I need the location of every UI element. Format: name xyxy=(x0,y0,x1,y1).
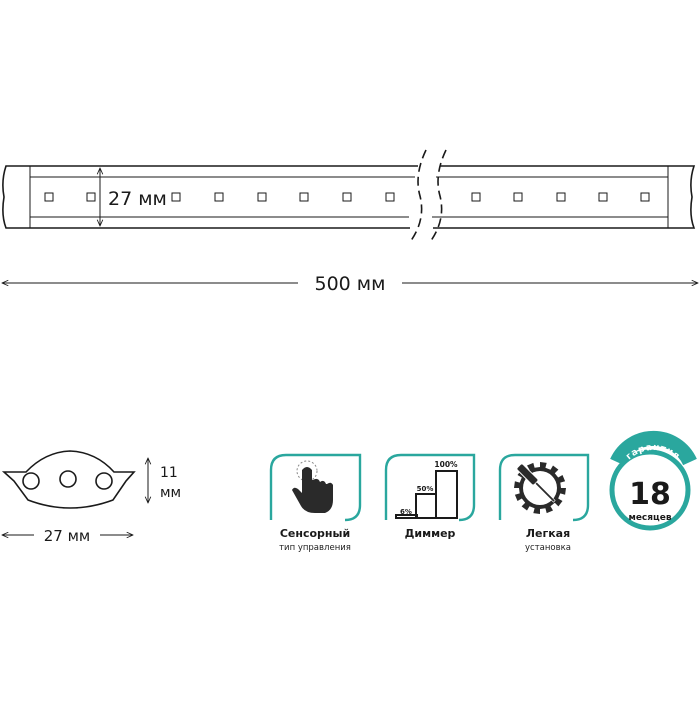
profile-width-label: 27 мм xyxy=(44,527,91,545)
feature-install-sublabel: установка xyxy=(525,543,571,553)
led-chip xyxy=(86,192,96,202)
led-chips xyxy=(44,192,650,202)
break-mark xyxy=(409,149,447,243)
feature-dimmer: 6% 50% 100% Диммер xyxy=(384,453,476,540)
warranty-number: 18 xyxy=(629,477,671,512)
led-chip xyxy=(299,192,309,202)
dimmer-level-low: 6% xyxy=(400,508,412,516)
feature-touch-sublabel: тип управления xyxy=(279,543,351,553)
profile-height-value: 11 xyxy=(160,465,178,481)
led-chip xyxy=(385,192,395,202)
led-chip xyxy=(598,192,608,202)
feature-touch-label: Сенсорный xyxy=(280,527,350,540)
profile-cross-section xyxy=(1,450,136,509)
led-chip xyxy=(471,192,481,202)
length-dimension-label: 500 мм xyxy=(315,273,386,295)
feature-dimmer-label: Диммер xyxy=(405,527,456,540)
led-chip xyxy=(214,192,224,202)
led-chip xyxy=(556,192,566,202)
height-dimension-label: 27 мм xyxy=(108,188,167,210)
led-chip xyxy=(342,192,352,202)
led-chip xyxy=(44,192,54,202)
feature-install-label: Легкая xyxy=(526,527,570,540)
dimmer-level-mid: 50% xyxy=(417,485,434,493)
dimmer-bars-icon xyxy=(395,470,458,519)
feature-install: Легкая установка xyxy=(498,453,590,553)
warranty-badge: гарантия 18 месяцев xyxy=(609,430,697,531)
led-bar xyxy=(2,165,696,229)
profile-height-unit: мм xyxy=(160,485,181,501)
feature-touch: Сенсорный тип управления xyxy=(269,453,362,553)
led-chip xyxy=(513,192,523,202)
warranty-unit: месяцев xyxy=(628,513,671,523)
touch-hand-icon xyxy=(292,460,333,513)
led-chip xyxy=(640,192,650,202)
dimmer-level-high: 100% xyxy=(434,460,458,469)
screwdriver-gear-icon xyxy=(514,462,566,514)
led-chip xyxy=(171,192,181,202)
led-chip xyxy=(257,192,267,202)
